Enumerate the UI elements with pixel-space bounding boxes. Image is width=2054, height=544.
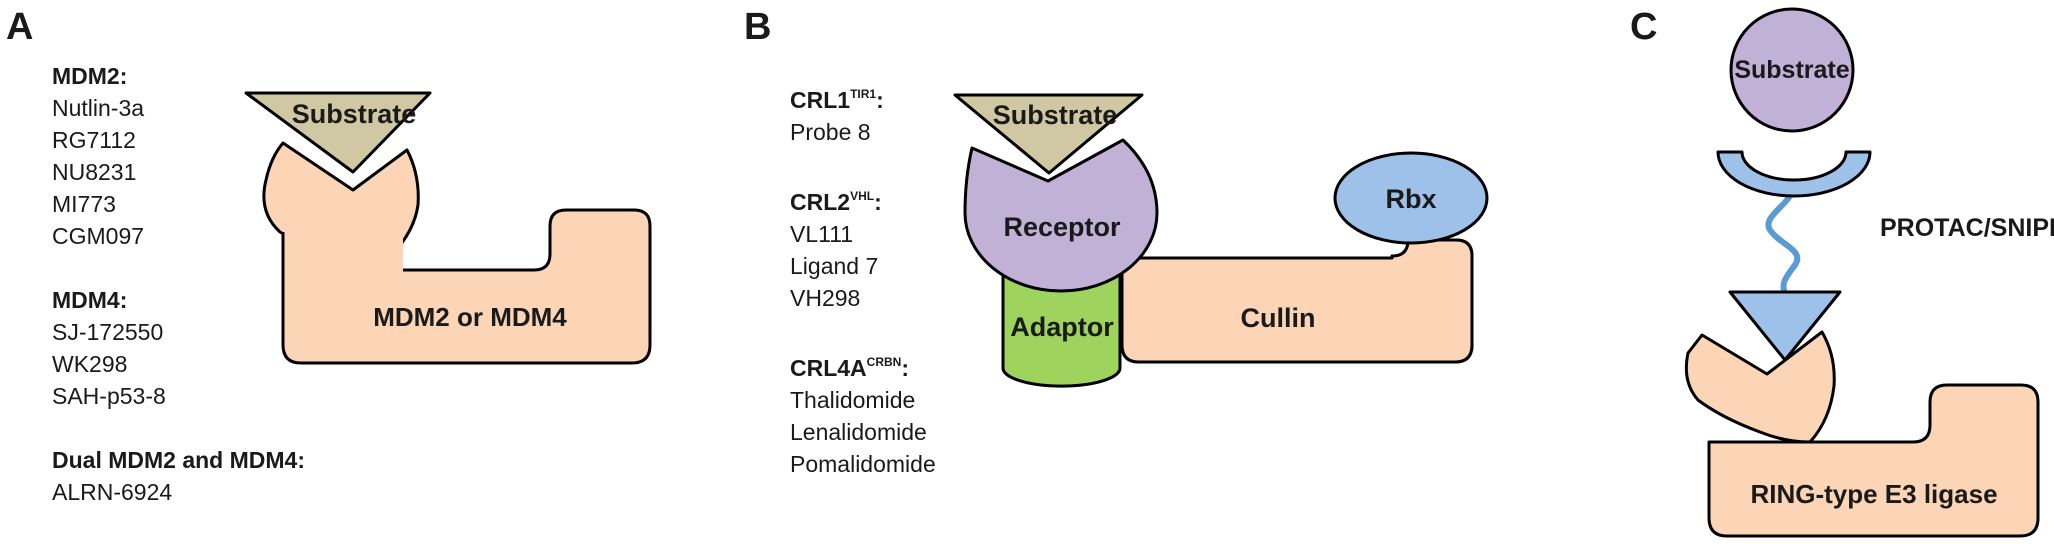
- list-item: CGM097: [52, 223, 145, 249]
- panel-a-inhibitor-list: MDM2: Nutlin-3a RG7112 NU8231 MI773 CGM0…: [52, 60, 305, 508]
- list-item: Lenalidomide: [790, 419, 927, 445]
- substrate-label-a: Substrate: [292, 99, 417, 129]
- adaptor-cylinder: [1001, 256, 1122, 388]
- list-item: MI773: [52, 191, 116, 217]
- substrate-triangle-b: [953, 93, 1144, 175]
- crl1-superscript: TIR1: [850, 87, 877, 101]
- list-item: Thalidomide: [790, 387, 916, 413]
- mdm2-heading: MDM2:: [52, 63, 128, 89]
- receptor-label: Receptor: [1003, 212, 1121, 242]
- list-item: VL111: [790, 221, 854, 247]
- protac-linker-wavy: [1765, 182, 1801, 298]
- list-item: SAH-p53-8: [52, 383, 166, 409]
- protac-label: PROTAC/SNIPER: [1880, 214, 2054, 242]
- list-item: Probe 8: [790, 119, 871, 145]
- substrate-label-b: Substrate: [993, 100, 1118, 130]
- crl4a-heading: CRL4ACRBN:: [790, 355, 910, 381]
- cullin-label: Cullin: [1241, 303, 1316, 333]
- adaptor-label: Adaptor: [1010, 312, 1114, 342]
- dual-heading: Dual MDM2 and MDM4:: [52, 447, 305, 473]
- list-item: VH298: [790, 285, 861, 311]
- substrate-circle-c: [1729, 7, 1855, 133]
- list-item: RG7112: [52, 127, 136, 153]
- mdm2-protein-label: MDM2 or MDM4: [373, 302, 567, 332]
- substrate-label-c: Substrate: [1734, 56, 1849, 84]
- e3-ligase-label: RING-type E3 ligase: [1750, 479, 1997, 509]
- crl4a-superscript: CRBN: [866, 355, 902, 369]
- panel-b-ligand-list: CRL1TIR1: Probe 8 CRL2VHL: VL111 Ligand …: [790, 78, 936, 480]
- panel-a-letter: A: [6, 6, 34, 48]
- panel-c-letter: C: [1630, 6, 1658, 48]
- crl2-heading: CRL2VHL:: [790, 189, 882, 215]
- list-item: NU8231: [52, 159, 137, 185]
- panel-b-letter: B: [744, 6, 772, 48]
- protac-ligase-binder-triangle: [1728, 290, 1842, 362]
- crl1-heading: CRL1TIR1:: [790, 87, 884, 113]
- list-item: ALRN-6924: [52, 479, 173, 505]
- crl2-superscript: VHL: [850, 189, 875, 203]
- list-item: Ligand 7: [790, 253, 879, 279]
- rbx-label: Rbx: [1385, 184, 1436, 214]
- mdm4-heading: MDM4:: [52, 287, 128, 313]
- list-item: Pomalidomide: [790, 451, 936, 477]
- substrate-triangle-a: [244, 91, 432, 174]
- receptor-shape: [963, 138, 1159, 293]
- list-item: SJ-172550: [52, 319, 164, 345]
- list-item: Nutlin-3a: [52, 95, 145, 121]
- list-item: WK298: [52, 351, 128, 377]
- protac-binder-arc: [1716, 150, 1872, 198]
- e3-ligase-shape: [1684, 330, 2040, 538]
- rbx-ellipse: [1333, 151, 1489, 245]
